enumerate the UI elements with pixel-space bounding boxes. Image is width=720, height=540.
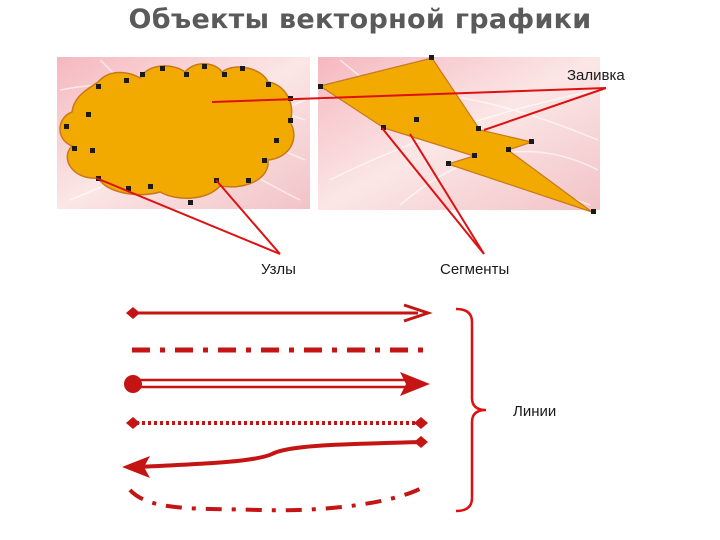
line-sample-dotted [126,417,428,429]
node-marker [381,125,386,130]
nodes-pointer [95,177,281,255]
node-marker [246,178,251,183]
line-sample-curved-dashdot [128,482,430,513]
node-marker [90,148,95,153]
label-segments: Сегменты [440,261,510,278]
pointer-lines [95,87,607,255]
node-marker [476,126,481,131]
node-marker [446,161,451,166]
segments-pointer [381,127,485,255]
node-marker [429,55,434,60]
segments-pointer [409,133,485,255]
line-sample-curve [122,436,428,478]
fill-pointer [483,87,607,131]
node-marker [414,117,419,122]
node-marker [96,84,101,89]
lightning-nodes [318,55,596,214]
slide-title: Объекты векторной графики [128,4,592,35]
node-marker [266,82,271,87]
node-marker [64,124,69,129]
node-marker [222,72,227,77]
node-marker [318,84,323,89]
nodes-pointer [215,179,281,255]
lines-brace [455,307,487,513]
line-sample-double [124,372,430,396]
node-marker [240,66,245,71]
label-nodes: Узлы [261,261,296,278]
node-marker [262,158,267,163]
node-marker [472,153,477,158]
node-marker [506,147,511,152]
node-marker [160,66,165,71]
line-samples [122,303,433,513]
label-lines: Линии [513,403,557,420]
node-marker [202,64,207,69]
node-marker [126,186,131,191]
node-marker [288,118,293,123]
node-marker [124,78,129,83]
line-sample-arrow [126,303,433,323]
node-marker [140,72,145,77]
node-marker [86,112,91,117]
node-marker [591,209,596,214]
fill-pointer [211,87,607,103]
node-marker [72,146,77,151]
node-marker [529,139,534,144]
node-marker [188,200,193,205]
node-marker [148,184,153,189]
label-fill: Заливка [567,67,625,84]
node-marker [274,138,279,143]
cloud-nodes [64,64,293,205]
node-marker [184,72,189,77]
cloud-shape [59,63,295,199]
